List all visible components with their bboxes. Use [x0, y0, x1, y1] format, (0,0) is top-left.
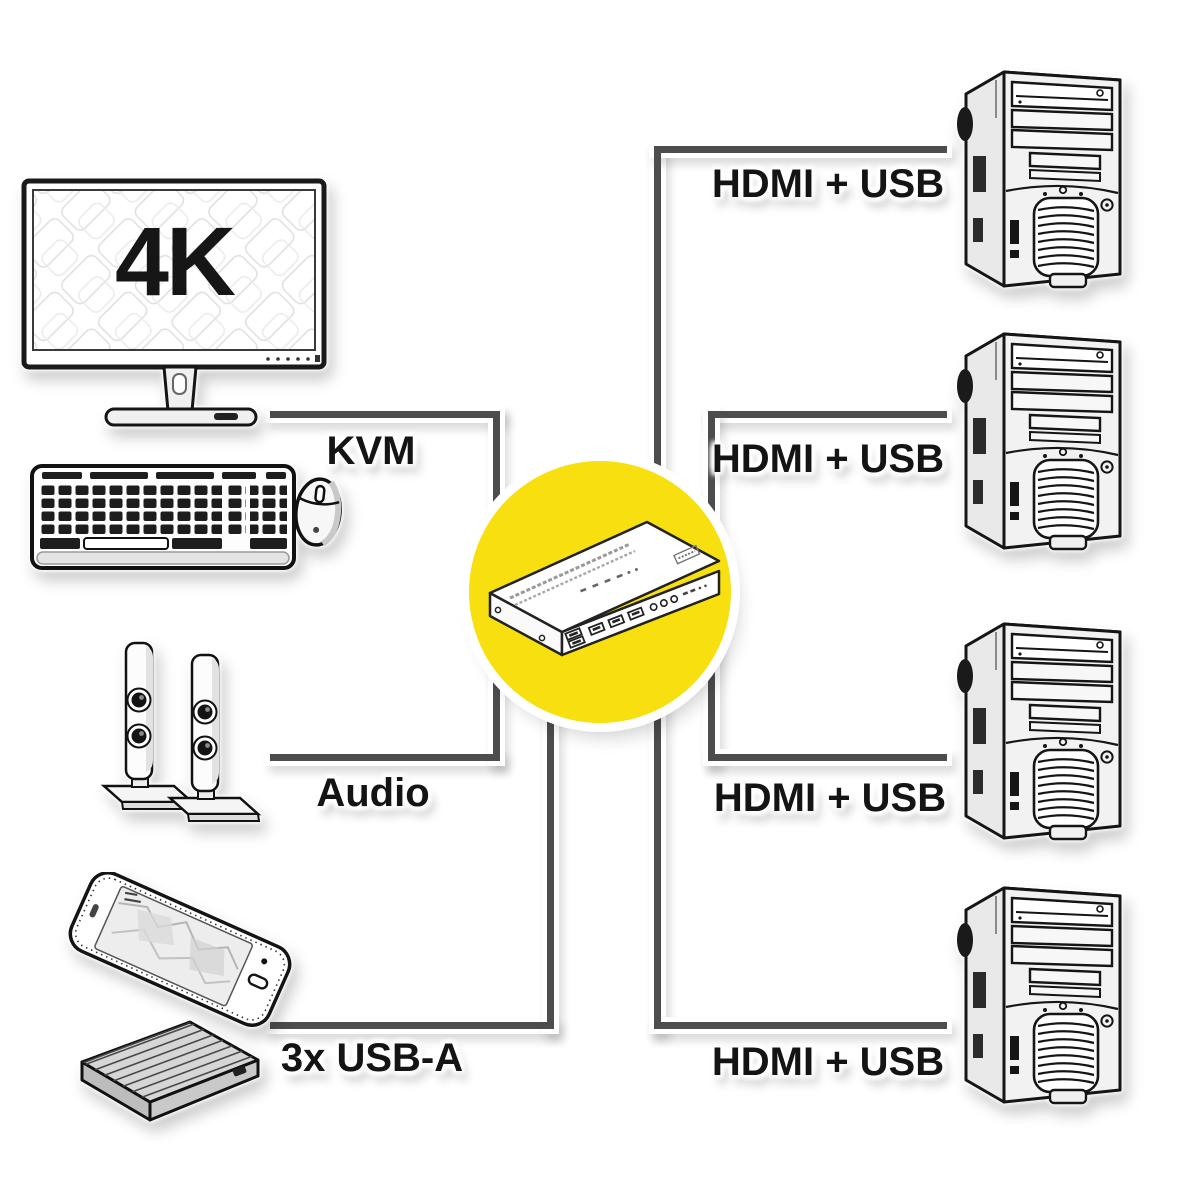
kvm-switch-icon: [488, 520, 721, 657]
smartphone-icon: [68, 872, 292, 1027]
monitor-icon: [21, 178, 327, 427]
computer-tower-icon: [950, 322, 1135, 557]
computer-tower-icon: [950, 60, 1135, 295]
kvm-connection-line: [493, 411, 500, 561]
audio-connection-line: [270, 754, 500, 761]
audio-label: Audio: [316, 771, 430, 815]
computer-tower-icon: [950, 876, 1135, 1111]
usb-label: 3x USB-A: [280, 1036, 464, 1080]
speakers-icon: [100, 641, 262, 822]
computer4-connection-line: [654, 1022, 947, 1029]
harddrive-icon: [80, 1020, 260, 1122]
monitor-4k-badge: 4K: [115, 207, 236, 316]
kvm-connection-line: [270, 411, 500, 418]
keyboard-mouse-icon: [30, 464, 342, 570]
usb-connection-line: [270, 1022, 554, 1029]
usb-connection-line: [547, 690, 554, 1029]
hdmi-usb-label-4: HDMI + USB: [711, 1040, 945, 1084]
computer-tower-icon: [950, 612, 1135, 847]
kvm-label: KVM: [326, 429, 416, 473]
hdmi-usb-label-2: HDMI + USB: [711, 437, 945, 481]
hdmi-usb-label-3: HDMI + USB: [713, 776, 947, 820]
mouse-icon: [294, 477, 342, 547]
computer2-connection-line: [708, 411, 947, 418]
computer1-connection-line: [654, 146, 947, 153]
audio-connection-line: [493, 655, 500, 761]
hdmi-usb-label-1: HDMI + USB: [711, 162, 945, 206]
computer3-connection-line: [708, 754, 947, 761]
